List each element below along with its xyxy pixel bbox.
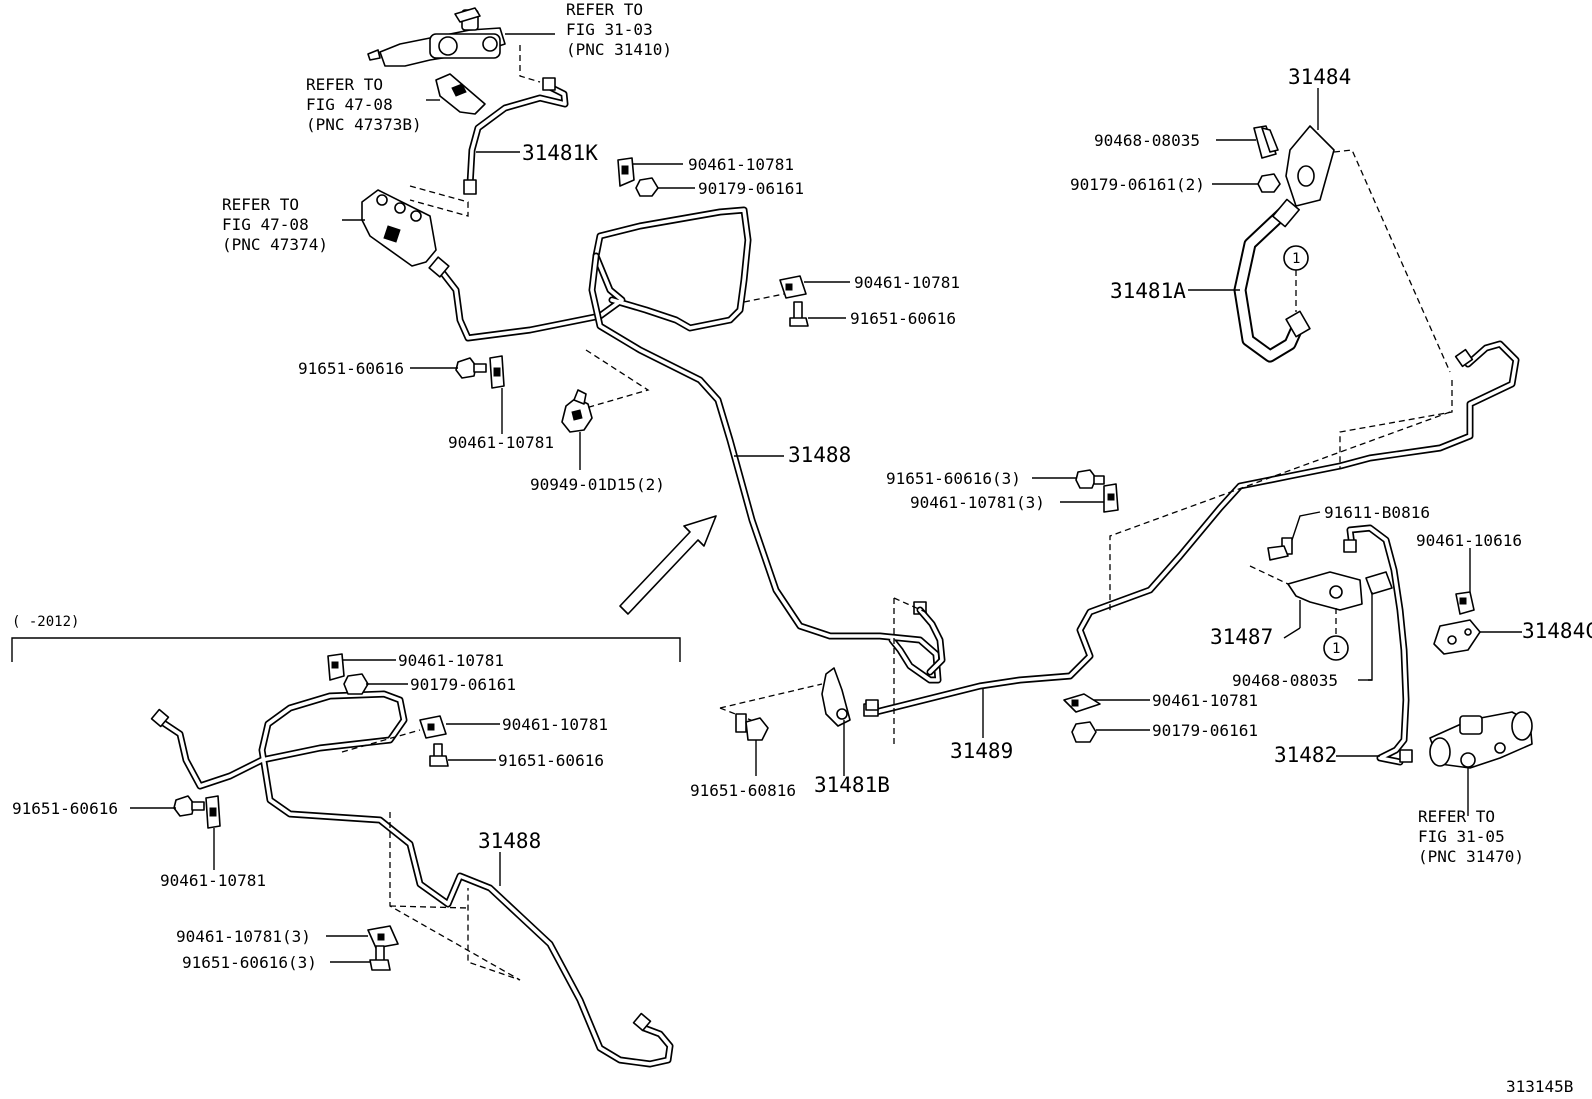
label-ref-47374-line3: (PNC 47374) bbox=[222, 235, 328, 254]
inset-frame bbox=[11, 637, 681, 662]
bracket-31487[interactable] bbox=[1287, 571, 1393, 611]
bracket-31484c[interactable] bbox=[1433, 619, 1481, 655]
label-91651-60816: 91651-60816 bbox=[690, 781, 796, 800]
master-cylinder-clip-part[interactable] bbox=[435, 73, 486, 115]
pipe-31489[interactable] bbox=[863, 340, 1520, 717]
label-ref-31470-line3: (PNC 31470) bbox=[1418, 847, 1524, 866]
release-cylinder-part[interactable] bbox=[1429, 711, 1533, 769]
clamp-90461-top1[interactable] bbox=[617, 157, 635, 187]
label-91611: 91611-B0816 bbox=[1324, 503, 1430, 522]
clip-90468-top[interactable] bbox=[1253, 125, 1279, 159]
label-inset-91651-c: 91651-60616(3) bbox=[182, 953, 317, 972]
label-31487: 31487 bbox=[1210, 625, 1273, 649]
clamp-90461-bot[interactable] bbox=[1063, 693, 1101, 713]
hose-31481a[interactable] bbox=[1233, 198, 1311, 363]
label-91651-left: 91651-60616 bbox=[298, 359, 404, 378]
pipe-31488-main[interactable] bbox=[428, 206, 942, 684]
label-90461-top2: 90461-10781 bbox=[854, 273, 960, 292]
label-90949: 90949-01D15(2) bbox=[530, 475, 665, 494]
figure-id: 313145B bbox=[1506, 1077, 1573, 1096]
clamp-90461-mid3[interactable] bbox=[1103, 483, 1119, 513]
label-ref-31470-line2: FIG 31-05 bbox=[1418, 827, 1505, 846]
callout-circle-1a-number: 1 bbox=[1292, 251, 1300, 267]
bolt-91651-60816[interactable] bbox=[735, 713, 769, 741]
label-31481k: 31481K bbox=[522, 141, 598, 165]
inset-clamp-90461-c[interactable] bbox=[205, 795, 221, 829]
label-90461-10616: 90461-10616 bbox=[1416, 531, 1522, 550]
callout-circle-1b-number: 1 bbox=[1332, 641, 1340, 657]
label-90179-bot: 90179-06161 bbox=[1152, 721, 1258, 740]
label-90461-mid3: 90461-10781(3) bbox=[910, 493, 1045, 512]
label-90468-bottom: 90468-08035 bbox=[1232, 671, 1338, 690]
label-91651-mid3: 91651-60616(3) bbox=[886, 469, 1021, 488]
clamp-90461-left[interactable] bbox=[489, 355, 505, 389]
inset-bolt-91651-c[interactable] bbox=[369, 945, 391, 971]
inset-bolt-91651-b[interactable] bbox=[173, 795, 205, 817]
label-31482: 31482 bbox=[1274, 743, 1337, 767]
label-inset-91651-a: 91651-60616 bbox=[498, 751, 604, 770]
label-inset-90461-d: 90461-10781(3) bbox=[176, 927, 311, 946]
pipe-31481k[interactable] bbox=[463, 77, 569, 195]
inset-clamp-90461-b[interactable] bbox=[419, 715, 447, 739]
label-31481a: 31481A bbox=[1110, 279, 1186, 303]
label-90461-top1: 90461-10781 bbox=[688, 155, 794, 174]
label-ref-31470-line1: REFER TO bbox=[1418, 807, 1495, 826]
label-ref-47373b-line3: (PNC 47373B) bbox=[306, 115, 422, 134]
inset-clamp-90461-a[interactable] bbox=[327, 653, 345, 681]
label-ref-47373b-line1: REFER TO bbox=[306, 75, 383, 94]
label-31489: 31489 bbox=[950, 739, 1013, 763]
inset-bolt-91651-a[interactable] bbox=[429, 743, 449, 767]
label-inset-90179: 90179-06161 bbox=[410, 675, 516, 694]
inset-nut-90179[interactable] bbox=[343, 673, 369, 695]
label-inset-91651-b: 91651-60616 bbox=[12, 799, 118, 818]
nut-90179-top1[interactable] bbox=[635, 177, 659, 197]
clamp-90461-top2[interactable] bbox=[779, 275, 807, 299]
label-inset-90461-b: 90461-10781 bbox=[502, 715, 608, 734]
label-inset-31488: 31488 bbox=[478, 829, 541, 853]
clamp-90461-10616[interactable] bbox=[1455, 591, 1475, 615]
bolt-91651-mid3[interactable] bbox=[1075, 469, 1105, 489]
label-31484: 31484 bbox=[1288, 65, 1351, 89]
master-cylinder-part[interactable] bbox=[367, 7, 506, 67]
label-ref-31410-line2: FIG 31-03 bbox=[566, 20, 653, 39]
bolt-91651-top2[interactable] bbox=[789, 301, 809, 327]
label-inset-90461-c: 90461-10781 bbox=[160, 871, 266, 890]
clip-90949[interactable] bbox=[561, 389, 593, 433]
label-inset-90461-a: 90461-10781 bbox=[398, 651, 504, 670]
label-91651-top2: 91651-60616 bbox=[850, 309, 956, 328]
clutch-pedal-bracket-part[interactable] bbox=[361, 189, 437, 267]
callout-circle-1b bbox=[1323, 635, 1349, 661]
label-90461-left: 90461-10781 bbox=[448, 433, 554, 452]
inset-clamp-90461-d[interactable] bbox=[367, 925, 399, 949]
bolt-91651-left[interactable] bbox=[455, 357, 487, 379]
label-ref-47373b-line2: FIG 47-08 bbox=[306, 95, 393, 114]
label-90179-top1: 90179-06161 bbox=[698, 179, 804, 198]
direction-arrow bbox=[619, 515, 717, 615]
label-31488-main: 31488 bbox=[788, 443, 851, 467]
label-90461-bot: 90461-10781 bbox=[1152, 691, 1258, 710]
bracket-31484[interactable] bbox=[1285, 125, 1335, 207]
pipe-31488-inset[interactable] bbox=[150, 690, 674, 1068]
pipe-31482[interactable] bbox=[1343, 524, 1413, 766]
label-ref-31410-line3: (PNC 31410) bbox=[566, 40, 672, 59]
bolt-91611[interactable] bbox=[1267, 537, 1293, 561]
label-90468-top: 90468-08035 bbox=[1094, 131, 1200, 150]
nut-90179-top2[interactable] bbox=[1257, 173, 1281, 193]
bracket-31481b[interactable] bbox=[821, 667, 879, 727]
inset-range-label: ( -2012) bbox=[12, 614, 79, 630]
label-ref-31410-line1: REFER TO bbox=[566, 0, 643, 19]
nut-90179-bot[interactable] bbox=[1071, 721, 1097, 743]
label-ref-47374-line1: REFER TO bbox=[222, 195, 299, 214]
label-31484c: 31484C bbox=[1522, 619, 1592, 643]
label-31481b: 31481B bbox=[814, 773, 890, 797]
label-90179-top2: 90179-06161(2) bbox=[1070, 175, 1205, 194]
label-ref-47374-line2: FIG 47-08 bbox=[222, 215, 309, 234]
